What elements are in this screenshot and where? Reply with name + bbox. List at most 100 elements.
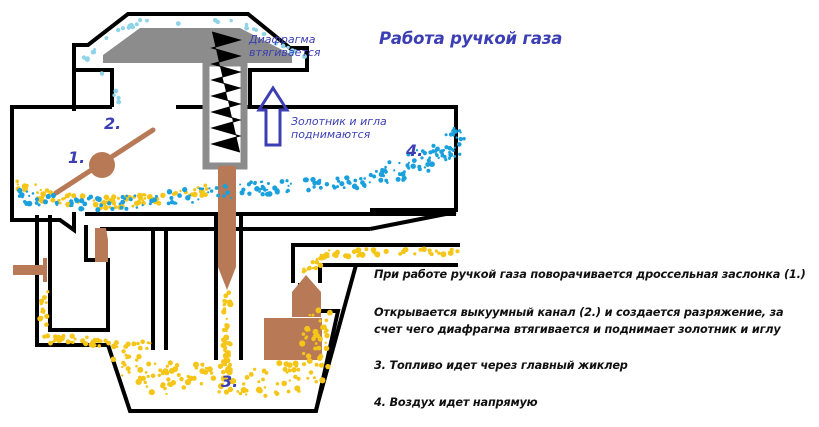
fuel-flow-particle xyxy=(167,360,173,366)
fuel-flow-particle xyxy=(227,302,232,307)
air-flow-particle xyxy=(431,143,436,148)
fuel-flow-particle xyxy=(311,313,315,317)
fuel-flow-particle xyxy=(314,342,318,345)
fuel-flow-particle xyxy=(193,361,199,368)
fuel-flow-particle xyxy=(192,191,198,198)
fuel-flow-particle xyxy=(302,267,306,271)
fuel-flow-particle xyxy=(160,382,166,388)
fuel-flow-particle xyxy=(217,363,223,369)
fuel-flow-particle xyxy=(42,334,46,338)
fuel-flow-particle xyxy=(146,361,152,367)
air-flow-particle xyxy=(339,181,345,187)
air-flow-particle xyxy=(361,182,367,188)
air-flow-particle xyxy=(316,179,322,186)
spring xyxy=(210,31,242,153)
fuel-flow-particle xyxy=(135,365,138,368)
vacuum-flow xyxy=(81,18,307,105)
fuel-flow-particle xyxy=(126,342,131,347)
fuel-flow-particle xyxy=(158,368,163,373)
fuel-flow-particle xyxy=(335,249,340,254)
air-flow-particle xyxy=(382,174,386,178)
fuel-flow-particle xyxy=(92,199,96,202)
fuel-flow-particle xyxy=(398,252,403,256)
vacuum-flow-particle xyxy=(244,22,249,27)
throttle-valve xyxy=(53,127,156,196)
air-flow-particle xyxy=(202,187,205,190)
fuel-flow-particle xyxy=(57,198,61,202)
fuel-flow-particle xyxy=(296,367,301,372)
pilot-passage xyxy=(151,229,168,350)
fuel-flow-particle xyxy=(174,363,180,368)
fuel-flow-particle xyxy=(288,379,292,382)
air-flow xyxy=(17,126,466,213)
needle-jet-channel xyxy=(214,214,243,360)
vacuum-flow-particle xyxy=(293,49,298,53)
vacuum-flow-particle xyxy=(273,41,278,46)
fuel-flow-particle xyxy=(418,247,423,252)
vacuum-flow-particle xyxy=(254,28,258,32)
fuel-flow-particle xyxy=(204,187,209,191)
fuel-flow-particle xyxy=(312,376,316,380)
air-flow-particle xyxy=(344,175,350,181)
air-flow-particle xyxy=(120,199,126,205)
diaphragm-label: Диафрагма втягивается xyxy=(249,33,321,59)
air-flow-particle xyxy=(458,136,463,142)
fuel-flow-particle xyxy=(73,337,77,341)
fuel-flow-particle xyxy=(218,383,224,390)
fuel-flow-particle xyxy=(194,366,199,370)
air-flow-particle xyxy=(285,179,289,183)
fuel-flow-particle xyxy=(97,344,101,348)
fuel-flow-particle xyxy=(240,387,247,394)
air-flow-particle xyxy=(118,202,122,206)
fuel-flow-particle xyxy=(328,249,331,252)
air-flow-particle xyxy=(71,202,74,205)
vacuum-flow-particle xyxy=(126,25,131,30)
fuel-flow-particle xyxy=(42,295,47,300)
fuel-flow-particle xyxy=(299,340,306,347)
vacuum-flow-particle xyxy=(145,18,149,23)
air-flow-particle xyxy=(384,165,387,169)
fuel-flow-particle xyxy=(305,353,312,359)
fuel-flow-particle xyxy=(217,390,221,394)
description-line-5: 4. Воздух идет напрямую xyxy=(374,396,538,409)
marker-1: 1. xyxy=(68,148,86,167)
air-flow-particle xyxy=(444,133,448,137)
fuel-flow-particle xyxy=(223,356,229,362)
fuel-flow-particle xyxy=(39,315,44,320)
air-flow-particle xyxy=(54,200,59,205)
fuel-flow-particle xyxy=(263,386,267,389)
diaphragm-chamber-outline-left xyxy=(74,68,114,107)
fuel-flow-particle xyxy=(242,382,246,386)
marker-2: 2. xyxy=(104,114,122,133)
fuel-flow-particle xyxy=(46,290,50,294)
fuel-flow-particle xyxy=(39,188,42,192)
fuel-flow-particle xyxy=(125,356,128,360)
air-flow-particle xyxy=(169,196,174,200)
fuel-flow-particle xyxy=(223,302,227,306)
fuel-flow-particle xyxy=(146,374,150,378)
fuel-flow-particle xyxy=(135,358,139,362)
fuel-flow-particle xyxy=(142,193,146,197)
air-flow-particle xyxy=(185,195,191,201)
air-flow-particle xyxy=(230,197,233,200)
air-flow-particle xyxy=(241,187,246,192)
air-flow-particle xyxy=(450,147,454,151)
fuel-flow-particle xyxy=(165,364,169,368)
fuel-flow-particle xyxy=(304,336,308,340)
fuel-flow-particle xyxy=(297,389,301,393)
fuel-flow-particle xyxy=(44,313,50,319)
fuel-flow-particle xyxy=(261,377,265,382)
air-flow-particle xyxy=(455,136,458,139)
float-chamber-right xyxy=(314,264,358,411)
fuel-flow-particle xyxy=(179,189,182,193)
fuel-flow-particle xyxy=(145,385,149,388)
vacuum-flow-particle xyxy=(130,23,135,28)
air-flow-particle xyxy=(437,156,440,160)
air-flow-particle xyxy=(207,191,210,194)
air-flow-particle xyxy=(429,163,434,167)
fuel-flow-particle xyxy=(160,192,166,198)
fuel-flow-particle xyxy=(434,249,438,253)
vacuum-flow-particle xyxy=(116,99,122,105)
vacuum-flow-particle xyxy=(116,27,121,33)
slide-needle-label: Золотник и игла поднимаются xyxy=(291,115,387,141)
